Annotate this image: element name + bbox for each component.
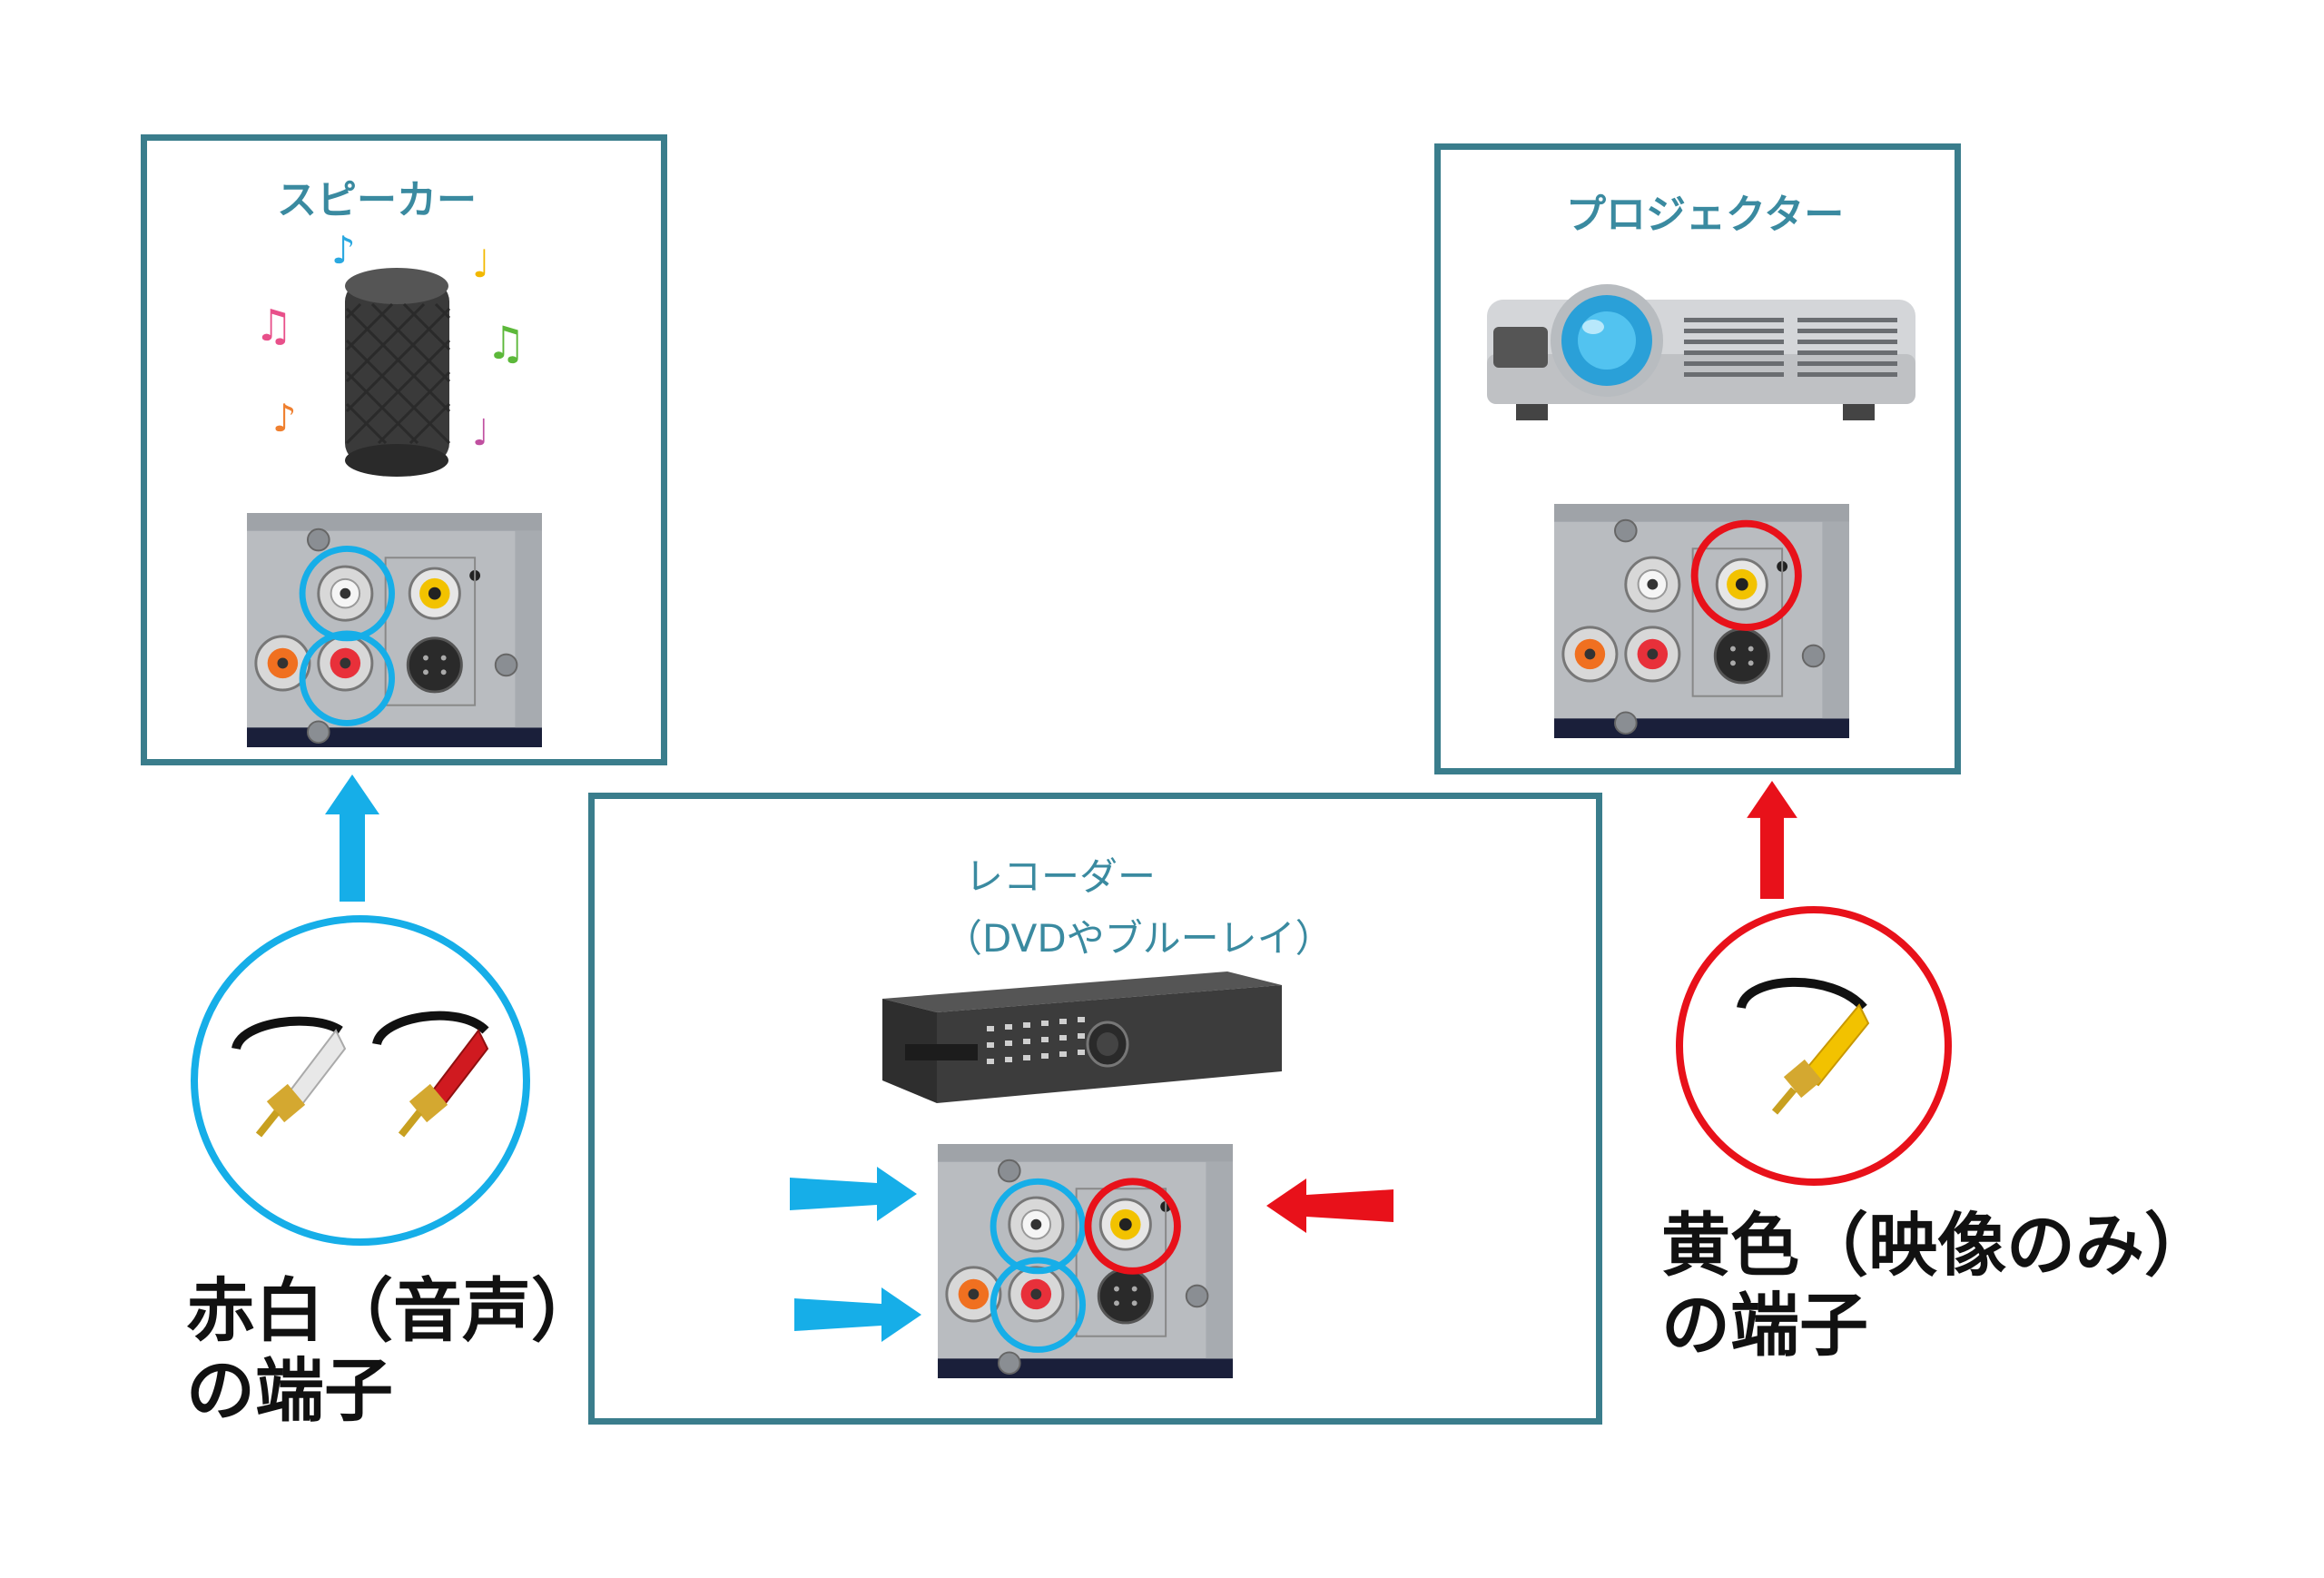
projector-title: プロジェクター bbox=[1566, 192, 1845, 238]
speaker-illustration: ♪ ♩ ♫ ♫ ♪ ♩ bbox=[254, 228, 527, 477]
yellow-cable-circle bbox=[1676, 906, 1952, 1186]
note-green-icon: ♫ bbox=[486, 317, 527, 370]
yellow-label-line1: 黄色（映像のみ） bbox=[1661, 1205, 2213, 1286]
note-blue-icon: ♪ bbox=[331, 228, 356, 272]
speaker-title: スピーカー bbox=[277, 177, 477, 223]
projector-up-arrow bbox=[1745, 781, 1799, 899]
recorder-arrow-bottom-blue bbox=[794, 1287, 921, 1342]
recorder-arrow-top-blue bbox=[790, 1167, 917, 1221]
note-pink-icon: ♫ bbox=[254, 301, 293, 351]
red-white-cable-circle bbox=[191, 915, 530, 1246]
projector-box bbox=[1434, 143, 1961, 774]
recorder-title-line2: （DVDやブルーレイ） bbox=[944, 916, 1334, 961]
recorder-title-line1: レコーダー bbox=[965, 854, 1157, 899]
red-white-label-line2: の端子 bbox=[186, 1350, 393, 1431]
projector-video-highlight bbox=[1690, 519, 1802, 631]
projector-illustration bbox=[1487, 284, 1915, 420]
note-yellow-icon: ♩ bbox=[472, 242, 490, 286]
recorder-highlights bbox=[990, 1178, 1181, 1353]
speaker-audio-highlight bbox=[299, 545, 395, 726]
speaker-box bbox=[141, 134, 667, 765]
note-orange-icon: ♪ bbox=[272, 396, 297, 440]
recorder-box bbox=[588, 793, 1602, 1425]
note-purple-icon: ♩ bbox=[472, 412, 489, 454]
speaker-up-arrow bbox=[325, 774, 379, 902]
recorder-illustration bbox=[882, 971, 1282, 1103]
yellow-label-line2: の端子 bbox=[1661, 1285, 1868, 1366]
red-white-label-line1: 赤白（音声） bbox=[186, 1270, 600, 1351]
recorder-arrow-red bbox=[1266, 1179, 1393, 1233]
